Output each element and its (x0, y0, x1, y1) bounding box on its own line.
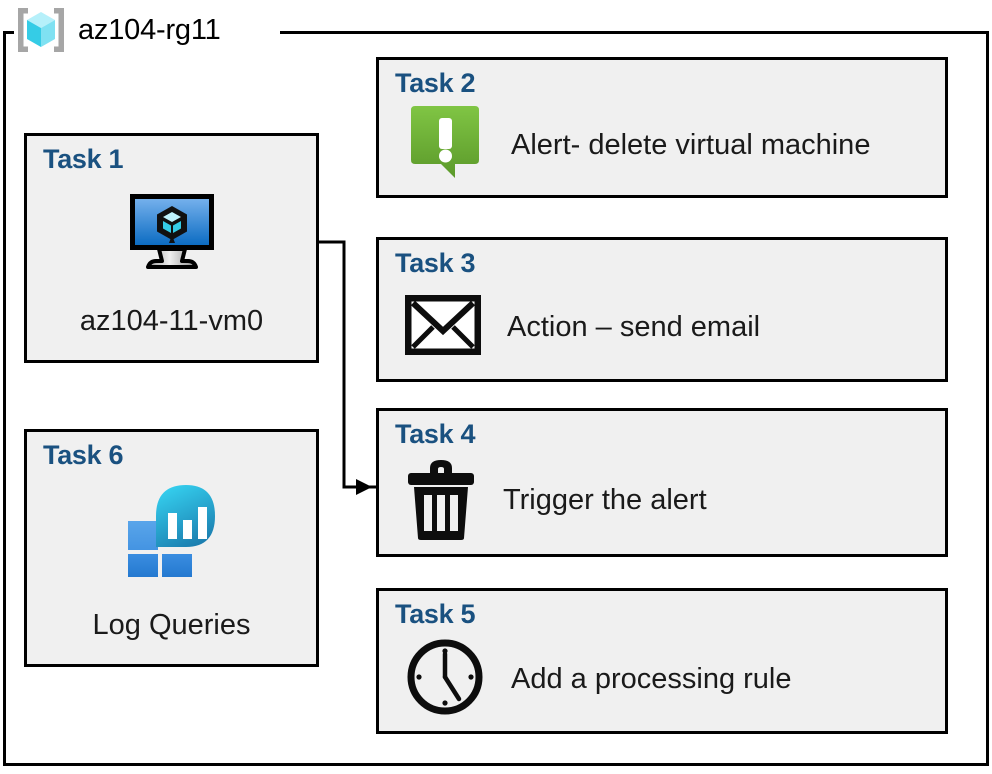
task-label: Task 4 (395, 419, 476, 449)
icon-container (405, 637, 485, 722)
alert-bubble-icon (405, 104, 485, 187)
icon-container (27, 483, 316, 583)
task2-text: Alert- delete virtual machine (511, 129, 871, 161)
task5-text: Add a processing rule (511, 662, 792, 695)
resource-group-header: az104-rg11 (14, 2, 221, 58)
resource-group-name: az104-rg11 (78, 13, 221, 46)
virtual-machine-icon (126, 191, 218, 282)
resource-group-container (3, 31, 989, 766)
icon-container (405, 104, 485, 187)
icon-container (405, 454, 477, 547)
icon-container (27, 188, 316, 284)
task-box-task5[interactable]: Task 5 Add a proce (376, 588, 948, 734)
log-analytics-icon (120, 483, 224, 583)
icon-container (404, 294, 482, 360)
task-label: Task 2 (395, 68, 476, 98)
envelope-icon (404, 294, 482, 360)
task-box-task4[interactable]: Task 4 (376, 408, 948, 557)
task4-text: Trigger the alert (503, 484, 707, 516)
task2-row: Alert- delete virtual machine (405, 104, 935, 187)
task6-caption: Log Queries (92, 609, 251, 641)
task1-caption: az104-11-vm0 (79, 305, 264, 337)
clock-icon (405, 637, 485, 722)
task4-row: Trigger the alert (405, 455, 935, 546)
resource-group-title-notch (14, 22, 280, 42)
task-box-task1[interactable]: Task 1 (24, 133, 319, 363)
trash-can-icon (405, 454, 477, 547)
task-box-task2[interactable]: Task 2 (376, 57, 948, 198)
task3-row: Action – send email (404, 284, 935, 371)
task-label: Task 3 (395, 248, 476, 278)
task-label: Task 6 (43, 440, 124, 470)
task5-row: Add a processing rule (405, 635, 935, 723)
task-box-task3[interactable]: Task 3 Action – send email (376, 237, 948, 382)
resource-group-icon (14, 4, 68, 56)
task3-text: Action – send email (507, 311, 761, 343)
task-box-task6[interactable]: Task 6 (24, 429, 319, 667)
task-label: Task 5 (395, 599, 476, 629)
task-label: Task 1 (43, 144, 124, 174)
